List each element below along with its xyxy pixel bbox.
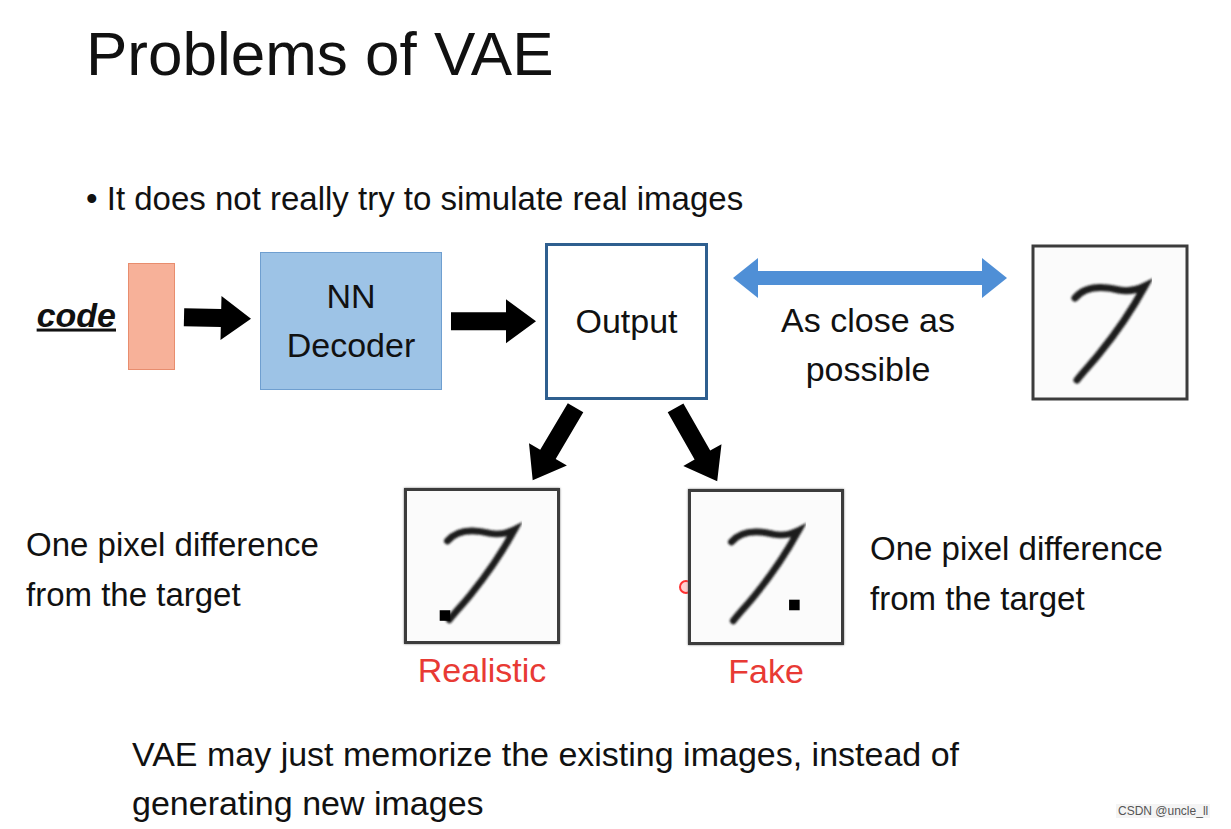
node-text: Realistic	[418, 651, 546, 690]
note-text: • It does not really try to simulate rea…	[86, 180, 743, 218]
process-box: NN Decoder	[260, 252, 442, 390]
node-text: Fake	[728, 652, 804, 691]
node-text: code	[37, 295, 116, 334]
target-image	[1033, 246, 1187, 399]
note-text: As close as possible	[757, 296, 979, 395]
block-arrow	[451, 299, 536, 343]
block-arrow	[184, 296, 251, 340]
block-arrow	[668, 403, 722, 481]
note-text: VAE may just memorize the existing image…	[132, 730, 1107, 829]
process-box: Output	[545, 243, 708, 400]
node-text: NN Decoder	[271, 272, 431, 371]
digit-seven	[1075, 286, 1145, 380]
block-arrow	[529, 403, 583, 480]
note-text: One pixel difference from the target	[26, 520, 386, 619]
double-arrow	[733, 258, 1007, 298]
note-text: One pixel difference from the target	[870, 524, 1225, 623]
slide-title: Problems of VAE	[86, 18, 553, 89]
node-text: Output	[575, 297, 677, 346]
image-box: Fake	[688, 489, 844, 645]
image-box: Realistic	[404, 488, 560, 644]
watermark: CSDN @uncle_ll	[1116, 804, 1210, 818]
code-vector: code	[128, 263, 175, 370]
